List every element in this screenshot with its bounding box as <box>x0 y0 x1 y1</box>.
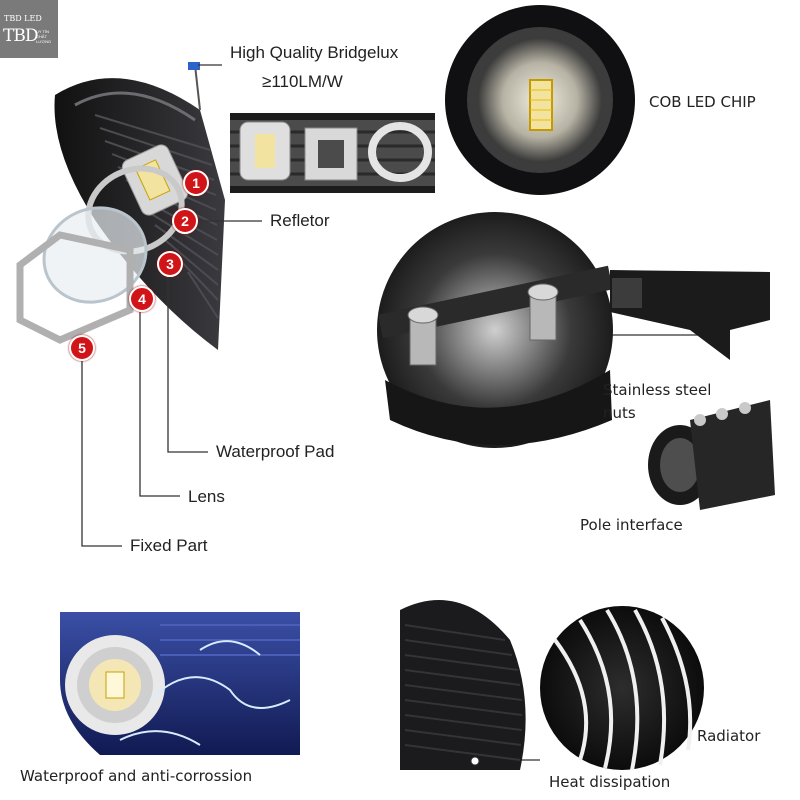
label-reflector: Refletor <box>270 211 330 230</box>
badge-1: 1 <box>183 170 209 196</box>
label-cob-chip: COB LED CHIP <box>649 93 756 111</box>
logo-tagline: UY TÍN CHẤT LƯỢNG <box>36 29 52 44</box>
label-fixed-part: Fixed Part <box>130 536 208 555</box>
badge-2: 2 <box>172 208 198 234</box>
label-radiator: Radiator <box>697 727 761 745</box>
stainless-nuts-zoom <box>377 212 613 448</box>
waterproof-photo <box>60 612 300 755</box>
brand-logo: TBD LED TBD UY TÍN CHẤT LƯỢNG <box>0 0 58 58</box>
logo-mark-text: TBD <box>3 26 38 46</box>
label-nuts: nuts <box>603 404 636 422</box>
cob-chip-zoom <box>445 5 635 195</box>
logo-brand-text: TBD LED <box>4 14 42 23</box>
label-waterproof-anticorrosion: Waterproof and anti-corrossion <box>20 767 253 785</box>
radiator-photo <box>400 600 704 771</box>
badge-3: 3 <box>157 251 183 277</box>
pole-interface-part <box>648 400 775 510</box>
exploded-housing <box>16 62 225 350</box>
label-lens: Lens <box>188 487 225 506</box>
label-bridgelux: High Quality Bridgelux <box>230 43 399 62</box>
label-waterproof-pad: Waterproof Pad <box>216 442 335 461</box>
leader-lines <box>81 64 710 761</box>
label-efficacy: ≥110LM/W <box>262 72 343 91</box>
badge-5: 5 <box>69 335 95 361</box>
pole-mount <box>610 270 770 360</box>
parts-strip <box>230 113 435 193</box>
badge-4: 4 <box>129 286 155 312</box>
label-pole-interface: Pole interface <box>580 516 683 534</box>
label-stainless-steel: Stainless steel <box>603 381 712 399</box>
label-heat-dissipation: Heat dissipation <box>549 773 671 791</box>
